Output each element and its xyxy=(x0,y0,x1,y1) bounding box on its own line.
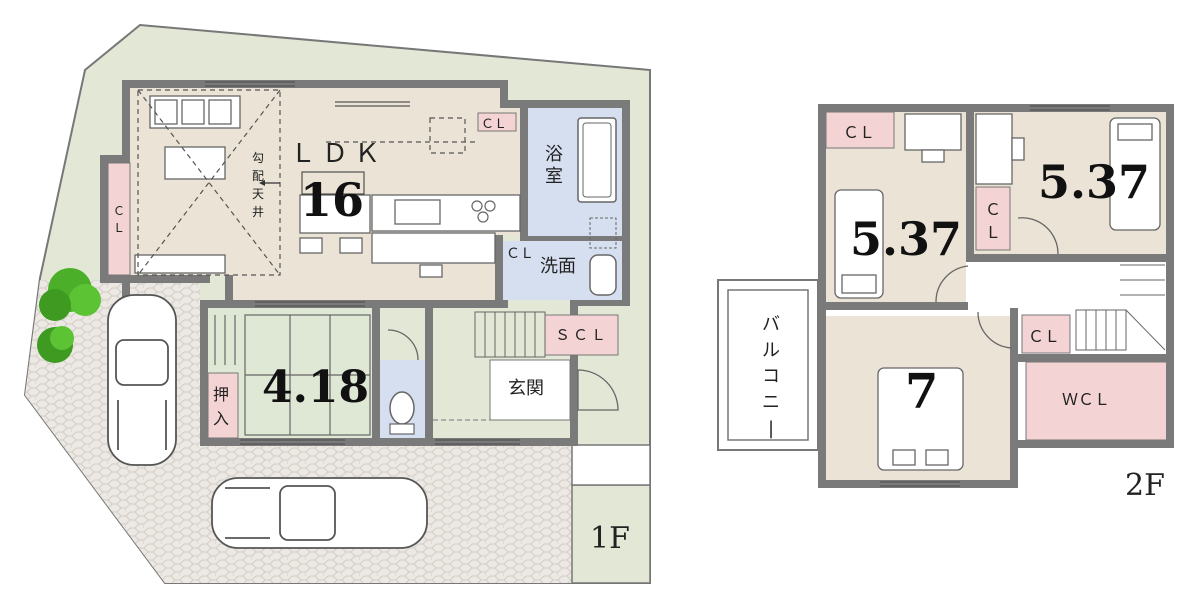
tree-icon xyxy=(37,268,101,363)
ldk-size: 16 xyxy=(300,173,364,227)
ceiling-label-3: 天 xyxy=(252,187,264,201)
cl-left-label-2: Ｌ xyxy=(113,221,125,235)
cl-top-closet xyxy=(477,112,517,132)
svg-text:ニ: ニ xyxy=(762,392,780,413)
cl-wash-label: ＣＬ xyxy=(506,246,534,262)
floor2-label: 2F xyxy=(1125,468,1165,503)
cl-2f-right-label-1: Ｃ xyxy=(985,200,1001,219)
cl-top-label: ＣＬ xyxy=(481,117,507,132)
oshiire-label-2: 入 xyxy=(213,409,229,428)
oshiire-label-1: 押 xyxy=(213,385,229,404)
cl-2f-right-label-2: Ｌ xyxy=(985,223,1001,242)
floor1-label: 1F xyxy=(590,521,630,556)
car-vertical-icon xyxy=(107,294,177,466)
cl-2f-center-closet xyxy=(1021,314,1071,354)
ceiling-label-1: 勾 xyxy=(252,151,264,165)
cl-2f-right-closet xyxy=(975,186,1011,251)
bath-label-2: 室 xyxy=(545,166,563,187)
cl-left-label: Ｃ xyxy=(113,204,125,218)
wash-label: 洗面 xyxy=(540,256,576,277)
genkan-label: 玄関 xyxy=(508,378,544,399)
cl-2f-left-label: ＣＬ xyxy=(843,123,875,142)
room-right-size: 5.37 xyxy=(1038,155,1150,209)
car-horizontal-icon xyxy=(211,477,428,549)
bath-label-1: 浴 xyxy=(545,144,563,165)
oshiire-closet xyxy=(207,372,239,439)
balcony-label: バ ル コ ニ | xyxy=(762,314,780,439)
svg-text:バ: バ xyxy=(762,314,780,335)
cl-2f-center-label: ＣＬ xyxy=(1028,327,1060,346)
ceiling-label-2: 配 xyxy=(252,169,264,183)
washitsu-size: 4.18 xyxy=(262,362,369,413)
ldk-label: ＬＤＫ xyxy=(290,139,386,169)
cl-left-closet xyxy=(107,162,131,276)
svg-text:コ: コ xyxy=(762,366,780,387)
wcl-label: ＷＣＬ xyxy=(1062,390,1110,409)
svg-text:|: | xyxy=(768,418,774,439)
room-left-size: 5.37 xyxy=(850,212,962,266)
scl-label: ＳＣＬ xyxy=(555,326,609,344)
room-master-size: 7 xyxy=(905,364,938,420)
scl-closet xyxy=(544,314,619,356)
floor1-plan xyxy=(23,23,651,584)
floor2-plan xyxy=(717,104,1174,488)
svg-text:ル: ル xyxy=(762,340,780,361)
ceiling-label-4: 井 xyxy=(252,205,264,219)
